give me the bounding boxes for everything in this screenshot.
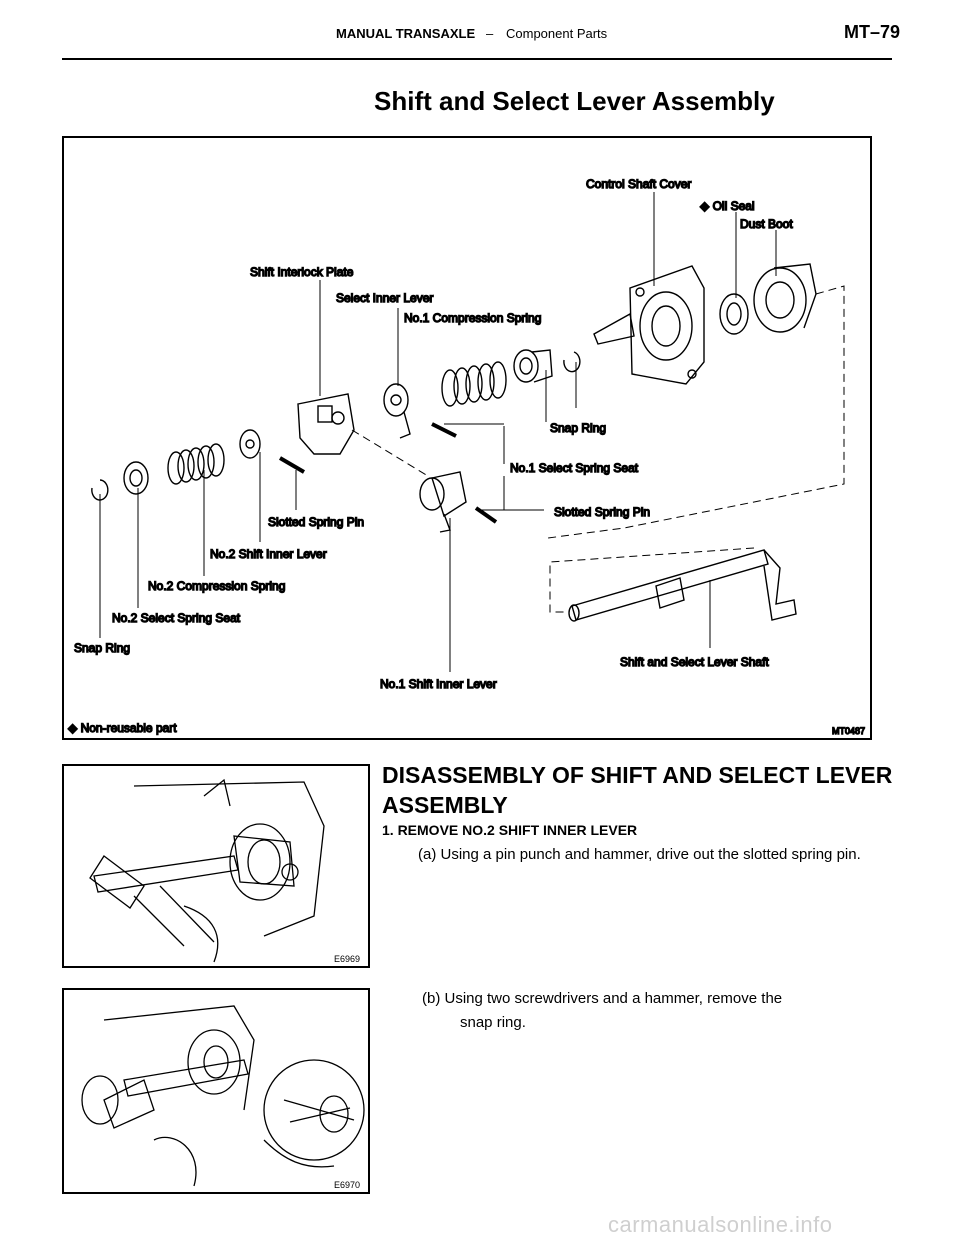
no1-select-spring-seat <box>513 349 553 383</box>
label-dust-boot: Dust Boot <box>740 217 793 231</box>
label-select-inner-lever: Select Inner Lever <box>336 291 433 305</box>
header-section: MANUAL TRANSAXLE <box>336 26 476 41</box>
watermark: carmanualsonline.info <box>608 1212 833 1237</box>
label-control-shaft-cover: Control Shaft Cover <box>586 177 691 191</box>
label-no2-select-spring-seat: No.2 Select Spring Seat <box>112 611 241 625</box>
label-no1-select-spring-seat: No.1 Select Spring Seat <box>510 461 639 475</box>
oil-seal <box>719 293 749 335</box>
slotted-spring-pin-right <box>474 506 498 524</box>
figure-code-e6969: E6969 <box>334 954 360 964</box>
label-shift-interlock-plate: Shift Interlock Plate <box>250 265 354 279</box>
step-b-text-line1: (b) Using two screwdrivers and a hammer,… <box>422 990 783 1007</box>
figure-snap-ring-removal: E6970 <box>62 988 370 1194</box>
dust-boot <box>753 263 817 333</box>
no1-compression-spring <box>441 361 507 407</box>
slotted-spring-pin-upper <box>431 422 457 438</box>
step-1-heading: 1. REMOVE NO.2 SHIFT INNER LEVER <box>382 822 638 838</box>
section-heading: DISASSEMBLY OF SHIFT AND SELECT LEVER AS… <box>382 762 893 818</box>
header-separator: – <box>486 26 494 41</box>
page-number: MT–79 <box>843 22 900 42</box>
label-no1-compression-spring: No.1 Compression Spring <box>404 311 541 325</box>
label-slotted-spring-pin-left: Slotted Spring Pin <box>268 515 364 529</box>
no2-shift-inner-lever <box>239 429 261 459</box>
figure-code-e6970: E6970 <box>334 1180 360 1190</box>
page-title: Shift and Select Lever Assembly <box>374 86 775 116</box>
label-oil-seal: ◆ Oil Seal <box>700 199 755 213</box>
alignment-dashes <box>351 285 845 613</box>
no2-select-spring-seat <box>123 461 149 495</box>
label-snap-ring-right: Snap Ring <box>550 421 606 435</box>
no1-shift-inner-lever <box>419 471 467 533</box>
snap-ring-right <box>563 351 581 373</box>
shift-interlock-plate <box>297 393 355 455</box>
shift-select-lever-shaft <box>568 549 797 622</box>
slotted-spring-pin-left <box>278 456 306 474</box>
label-snap-ring-left: Snap Ring <box>74 641 130 655</box>
figure-pin-punch: E6969 <box>62 764 370 968</box>
header-subsection: Component Parts <box>506 26 608 41</box>
select-inner-lever <box>383 383 411 439</box>
label-shift-select-lever-shaft: Shift and Select Lever Shaft <box>620 655 769 669</box>
step-a-text: (a) Using a pin punch and hammer, drive … <box>418 846 861 863</box>
exploded-diagram-drawing: Control Shaft Cover ◆ Oil Seal Dust Boot… <box>67 176 865 736</box>
figure-pin-punch-drawing: E6969 <box>89 778 360 964</box>
label-no2-shift-inner-lever: No.2 Shift Inner Lever <box>210 547 327 561</box>
figure-legend: ◆ Non-reusable part <box>68 721 177 735</box>
control-shaft-cover <box>593 265 705 385</box>
exploded-diagram: Control Shaft Cover ◆ Oil Seal Dust Boot… <box>62 136 872 740</box>
label-slotted-spring-pin-right: Slotted Spring Pin <box>554 505 650 519</box>
header-rule <box>62 58 892 60</box>
snap-ring-left <box>91 479 109 501</box>
leader-lines <box>99 192 777 672</box>
no2-compression-spring <box>167 443 225 485</box>
label-no2-compression-spring: No.2 Compression Spring <box>148 579 285 593</box>
step-b-text-line2: snap ring. <box>460 1014 526 1031</box>
label-no1-shift-inner-lever: No.1 Shift Inner Lever <box>380 677 497 691</box>
figure-code: MT0487 <box>832 726 865 736</box>
figure-snap-ring-removal-drawing: E6970 <box>81 1005 365 1190</box>
